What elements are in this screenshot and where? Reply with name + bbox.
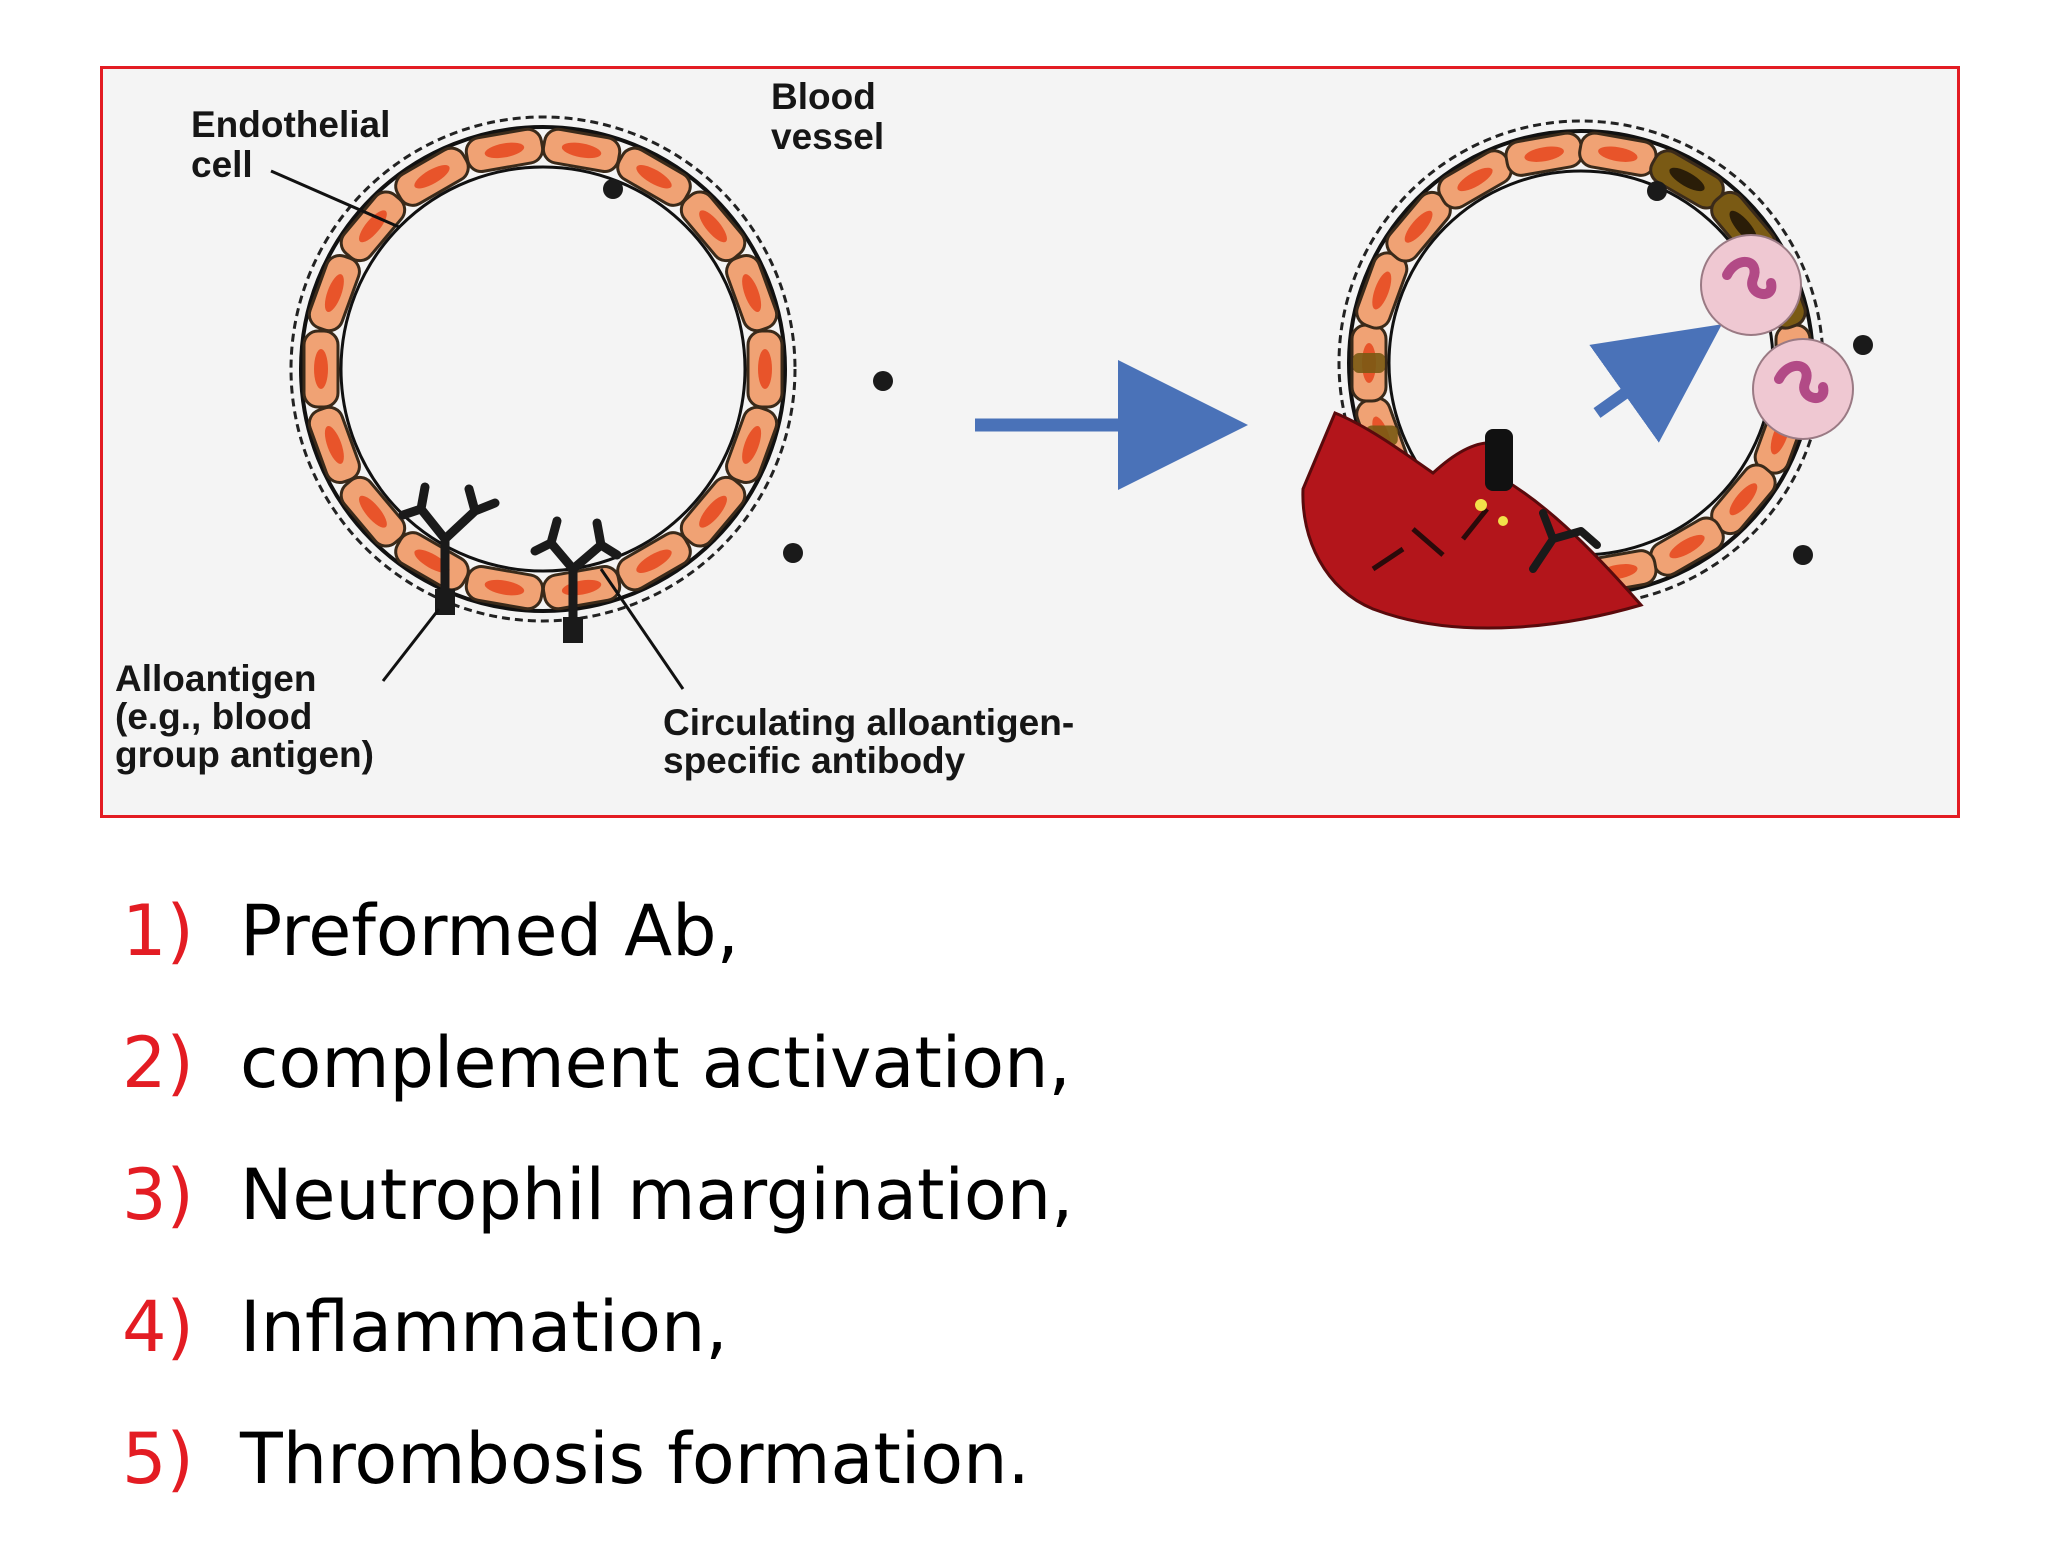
antibody-icon <box>1529 509 1601 573</box>
step-text: Inflammation, <box>240 1286 728 1368</box>
alloantigen-leader-line <box>381 608 441 682</box>
alloantigen-icon <box>603 179 623 199</box>
pathogenesis-steps-list: 1) Preformed Ab, 2) complement activation,… <box>122 890 1073 1550</box>
step-number: 4) <box>122 1286 194 1368</box>
step-text: complement activation, <box>240 1022 1071 1104</box>
endothelial-cell <box>679 190 747 263</box>
platelet-aggregate <box>1485 429 1513 491</box>
alloantigen-icon <box>1793 545 1813 565</box>
label-alloantigen: Alloantigen (e.g., blood group antigen) <box>115 658 374 775</box>
endothelial-cell <box>1504 131 1584 177</box>
endothelial-cell <box>541 127 622 173</box>
endothelial-cell <box>464 565 545 611</box>
damaged-wall-segment <box>1353 353 1385 373</box>
list-item: 3) Neutrophil margination, <box>122 1154 1073 1286</box>
endothelial-cell <box>725 405 779 485</box>
step-number: 2) <box>122 1022 194 1104</box>
antibody-icon <box>530 516 622 643</box>
endothelial-cell <box>616 146 692 207</box>
endothelial-cell <box>307 253 361 333</box>
endothelial-cell <box>746 329 784 409</box>
step-number: 1) <box>122 890 194 972</box>
endothelial-cell <box>339 475 407 548</box>
step-text: Thrombosis formation. <box>240 1418 1030 1500</box>
endothelial-cell <box>464 127 545 173</box>
step-number: 5) <box>122 1418 194 1500</box>
alloantigen-icon <box>1853 335 1873 355</box>
list-item: 1) Preformed Ab, <box>122 890 1073 1022</box>
list-item: 2) complement activation, <box>122 1022 1073 1154</box>
step-text: Neutrophil margination, <box>240 1154 1074 1236</box>
endothelial-cell <box>1649 149 1725 210</box>
label-endothelial-cell: Endothelial cell <box>191 104 401 185</box>
vessel-diagram: Endothelial cell Blood vessel Alloantige… <box>115 76 1873 781</box>
list-item: 4) Inflammation, <box>122 1286 1073 1418</box>
complement-deposit <box>1498 516 1508 526</box>
step-text: Preformed Ab, <box>240 890 739 972</box>
label-circulating-antibody: Circulating alloantigen- specific antibo… <box>663 702 1084 781</box>
thrombus <box>1301 411 1644 630</box>
normal-blood-vessel <box>289 115 797 623</box>
complement-deposit <box>1475 499 1487 511</box>
endothelial-cell <box>302 329 340 409</box>
alloantigen-icon <box>1647 181 1667 201</box>
endothelial-cell <box>679 475 747 548</box>
label-blood-vessel: Blood vessel <box>771 76 886 157</box>
neutrophil <box>1700 234 1802 336</box>
fibrin-strands <box>1371 507 1489 572</box>
antibody-leader-line <box>599 568 685 690</box>
alloantigen-icon <box>783 543 803 563</box>
endothelial-cell <box>725 253 779 333</box>
neutrophil <box>1752 338 1854 440</box>
step-number: 3) <box>122 1154 194 1236</box>
endothelial-cell <box>394 146 470 207</box>
vessel-diagram-panel: Endothelial cell Blood vessel Alloantige… <box>100 66 1960 818</box>
endothelial-cell-leader-line <box>270 169 400 229</box>
margination-arrow <box>1589 324 1722 443</box>
list-item: 5) Thrombosis formation. <box>122 1418 1073 1550</box>
alloantigen-icon <box>873 371 893 391</box>
antibody-icon <box>398 482 500 615</box>
endothelial-cell <box>307 405 361 485</box>
endothelial-cell <box>616 531 692 592</box>
